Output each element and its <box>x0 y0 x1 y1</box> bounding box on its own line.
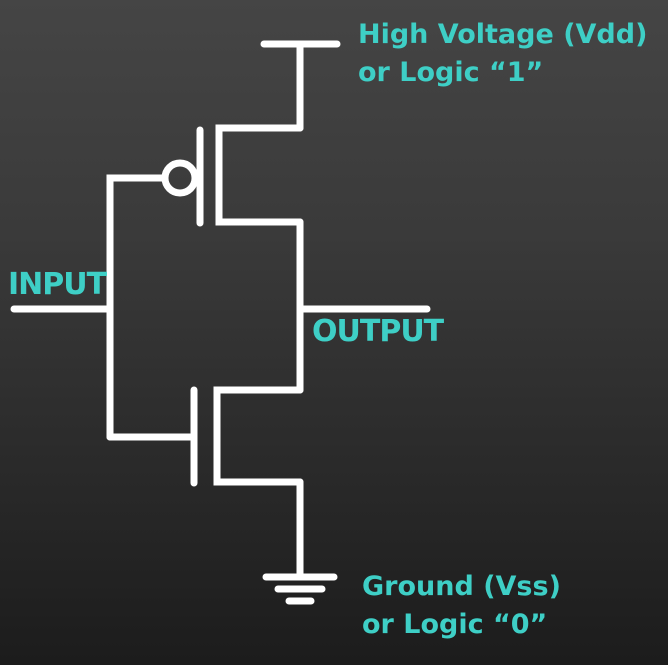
ground-label: Ground (Vss) or Logic “0” <box>362 568 561 644</box>
vdd-label-line2: or Logic “1” <box>358 57 544 88</box>
nmos-channel <box>213 386 304 486</box>
vdd-supply-symbol <box>260 40 341 132</box>
vdd-label-line1: High Voltage (Vdd) <box>358 19 648 50</box>
output-node <box>296 218 431 394</box>
ground-label-line2: or Logic “0” <box>362 609 548 640</box>
ground-symbol <box>262 478 338 605</box>
pmos-transistor <box>106 124 304 314</box>
nmos-transistor <box>106 386 304 487</box>
ground-label-line1: Ground (Vss) <box>362 571 561 602</box>
output-label: OUTPUT <box>312 314 444 349</box>
vdd-label: High Voltage (Vdd) or Logic “1” <box>358 16 647 92</box>
pmos-channel <box>215 124 304 226</box>
pmos-gate-wire <box>106 174 169 314</box>
input-label: INPUT <box>8 267 107 302</box>
pmos-inversion-bubble <box>161 159 199 197</box>
input-node <box>10 296 114 441</box>
